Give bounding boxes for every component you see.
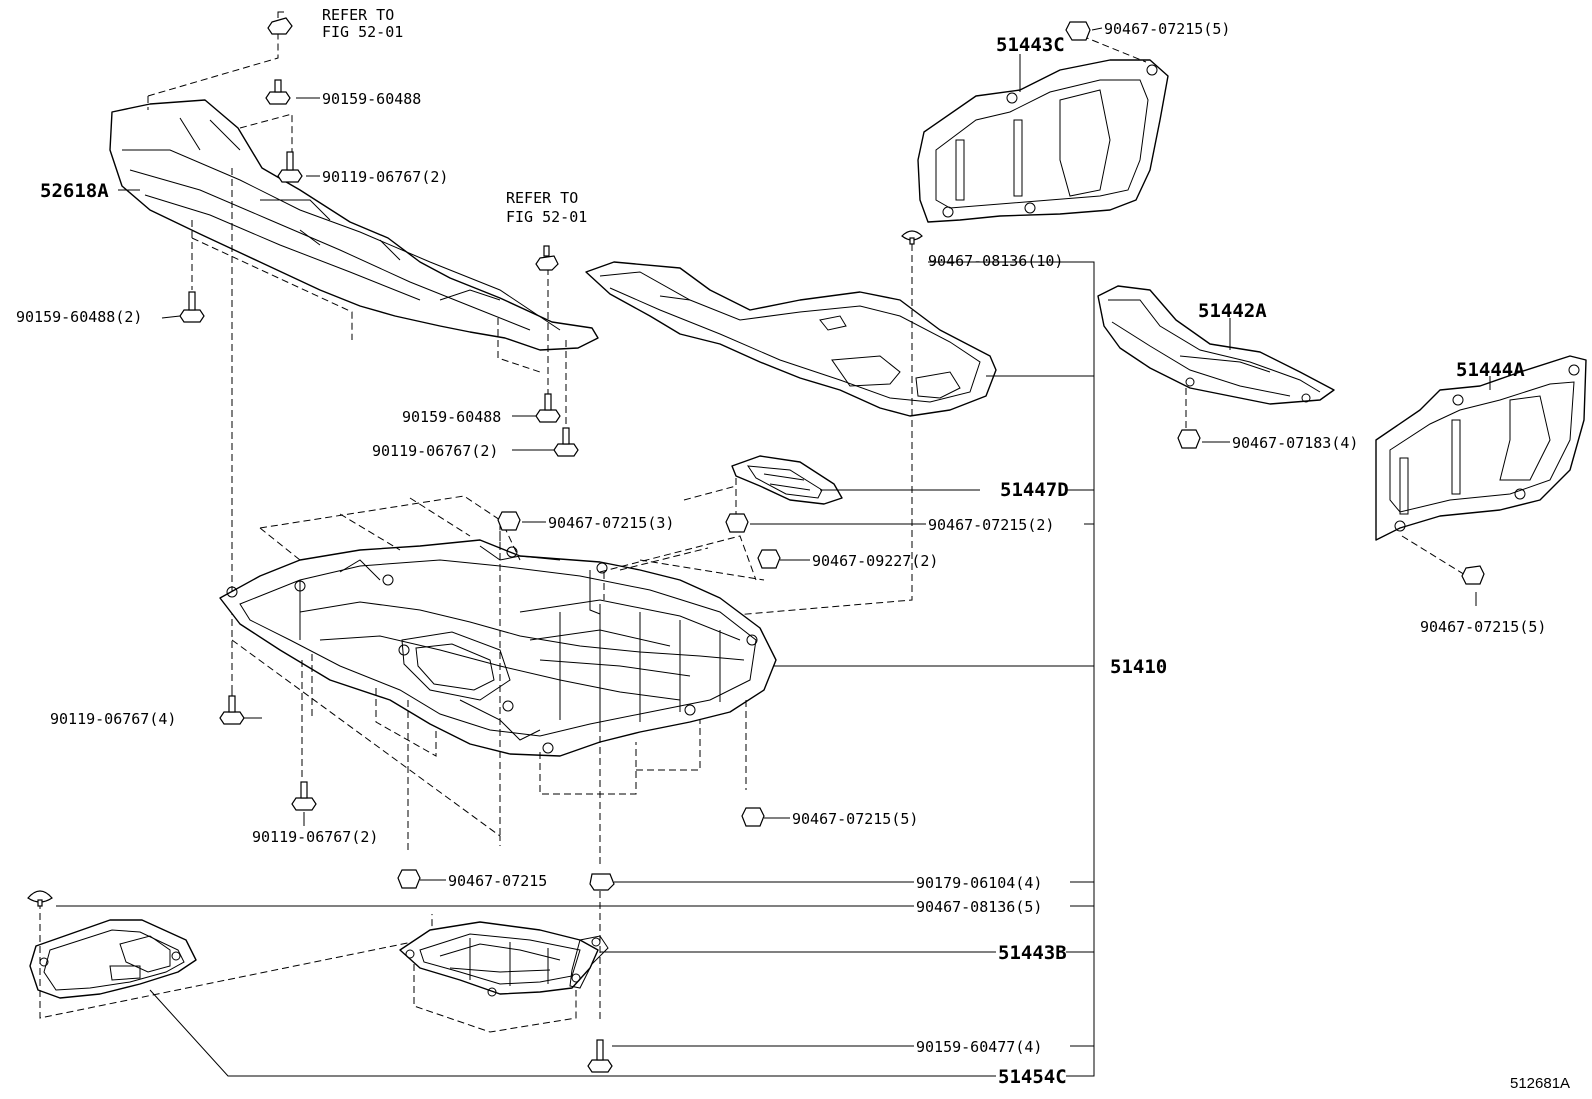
- fastener-clip-90467-08136-5: [27, 890, 53, 907]
- fastener-clip-ref-top: [267, 11, 293, 35]
- part-51443C-shield: [917, 59, 1169, 223]
- label-51444A: 51444A: [1456, 359, 1525, 381]
- label-90467-07215-2: 90467-07215(2): [928, 516, 1054, 534]
- fastener-nut-90467-07215-top: [1065, 21, 1091, 41]
- ref-note-mid-line1: REFER TO: [506, 189, 578, 207]
- fastener-nut-90467-07215-low5: [741, 807, 765, 827]
- label-90159-60488-mid: 90159-60488: [402, 408, 501, 426]
- part-51454C-cover: [29, 919, 197, 999]
- fastener-bolt-90119-06767-top: [277, 151, 303, 183]
- ref-note-top-line2: FIG 52-01: [322, 23, 403, 41]
- part-51444A-shield: [1375, 355, 1587, 541]
- fastener-clip-90179-06104-4: [589, 873, 615, 891]
- fastener-bolt-90119-06767-low: [291, 781, 317, 811]
- fastener-bolt-90119-06767-mid: [553, 427, 579, 457]
- fastener-nut-90467-07183-4: [1177, 429, 1201, 449]
- label-90119-06767-low: 90119-06767(2): [252, 828, 378, 846]
- label-51447D: 51447D: [1000, 479, 1069, 501]
- part-51447D-plate: [731, 455, 843, 505]
- label-90119-06767-top: 90119-06767(2): [322, 168, 448, 186]
- label-90467-07215-5-right: 90467-07215(5): [1420, 618, 1546, 636]
- label-52618A: 52618A: [40, 180, 109, 202]
- dashed-guide-51447D-b: [683, 485, 737, 501]
- label-90159-60488-top: 90159-60488: [322, 90, 421, 108]
- diagram-id: 512681A: [1510, 1075, 1570, 1092]
- fastener-nut-90467-07215-right: [1461, 565, 1485, 585]
- fastener-clip-ref-mid: [535, 245, 559, 271]
- label-90119-06767-4: 90119-06767(4): [50, 710, 176, 728]
- label-90467-09227-2: 90467-09227(2): [812, 552, 938, 570]
- part-upper-long-shield: [585, 261, 997, 417]
- label-90119-06767-mid: 90119-06767(2): [372, 442, 498, 460]
- label-51443B: 51443B: [998, 942, 1067, 964]
- label-90467-07183-4: 90467-07183(4): [1232, 434, 1358, 452]
- label-51410: 51410: [1110, 656, 1167, 678]
- dashed-guide-51443C: [1081, 35, 1147, 63]
- fastener-nut-90467-07215-2: [725, 513, 749, 533]
- fastener-nut-90467-09227-2: [757, 549, 781, 569]
- fastener-bolt-90159-60488-top: [265, 79, 291, 105]
- dashed-guides-51410: [231, 495, 765, 865]
- dashed-guides-51454C: [39, 902, 433, 1019]
- dashed-guides-51443B: [413, 880, 601, 1033]
- fastener-bolt-90119-06767-4: [219, 695, 245, 725]
- label-90467-07215-plain: 90467-07215: [448, 872, 547, 890]
- label-90159-60488-2: 90159-60488(2): [16, 308, 142, 326]
- part-51443B-bracket: [399, 921, 609, 997]
- label-51442A: 51442A: [1198, 300, 1267, 322]
- label-90467-07215-5-top: 90467-07215(5): [1104, 20, 1230, 38]
- label-90467-07215-3: 90467-07215(3): [548, 514, 674, 532]
- labels: REFER TO FIG 52-01 90159-60488 90119-067…: [16, 6, 1570, 1092]
- ref-note-top-line1: REFER TO: [322, 6, 394, 24]
- label-90467-08136-5: 90467-08136(5): [916, 898, 1042, 916]
- leader-lines: [56, 27, 1491, 1077]
- label-51443C: 51443C: [996, 34, 1065, 56]
- label-90159-60477-4: 90159-60477(4): [916, 1038, 1042, 1056]
- fastener-clip-90467-08136-10: [901, 230, 923, 245]
- fastener-nut-90467-07215-3: [497, 511, 521, 531]
- label-51454C: 51454C: [998, 1066, 1067, 1088]
- fastener-bolt-90159-60488-2: [179, 291, 205, 323]
- label-90467-07215-5-low: 90467-07215(5): [792, 810, 918, 828]
- dashed-guide-51444A: [1401, 535, 1471, 579]
- fastener-bolt-90159-60488-mid: [535, 393, 561, 423]
- part-51442A-shield: [1097, 285, 1335, 405]
- part-51410-main-cover: [219, 539, 777, 757]
- fastener-nut-90467-07215-plain: [397, 869, 421, 889]
- label-90467-08136-10: 90467-08136(10): [928, 252, 1063, 270]
- label-90179-06104-4: 90179-06104(4): [916, 874, 1042, 892]
- ref-note-mid-line2: FIG 52-01: [506, 208, 587, 226]
- fastener-bolt-90159-60477-4: [587, 1039, 613, 1073]
